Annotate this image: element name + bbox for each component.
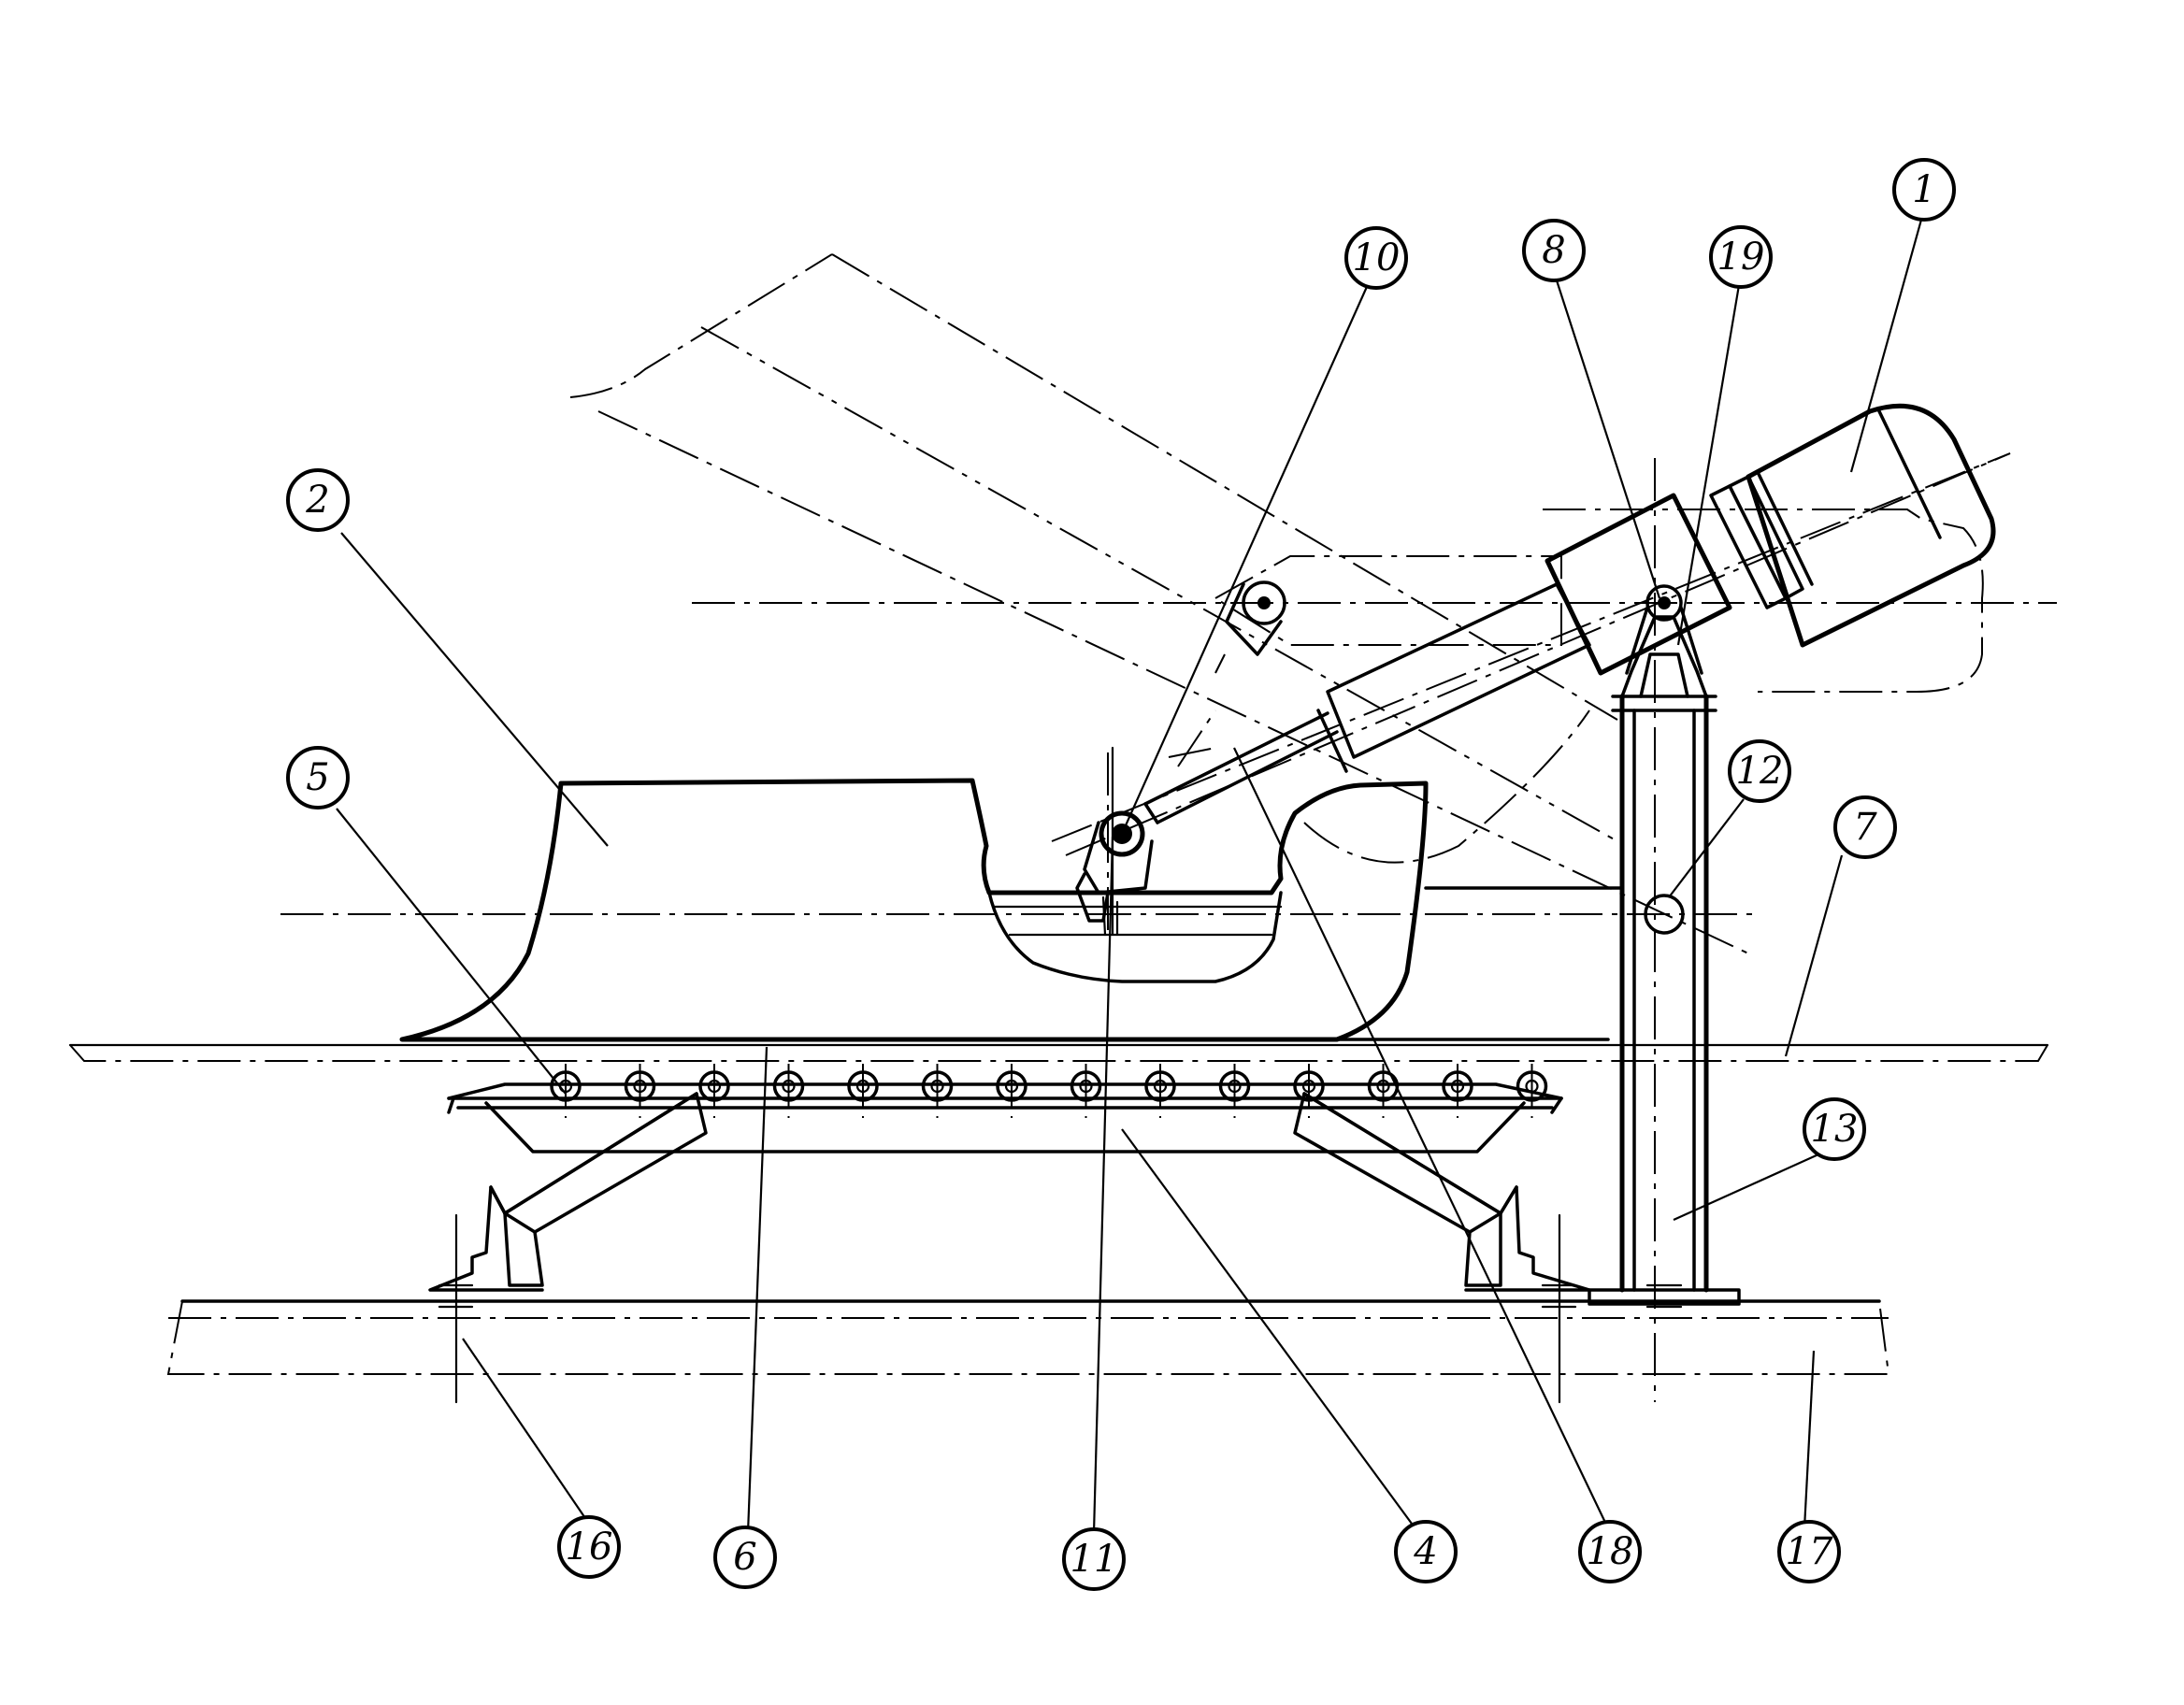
roller	[1146, 1064, 1174, 1118]
roller	[1370, 1064, 1398, 1118]
callout-11: 11	[1064, 1529, 1124, 1589]
callout-6-label: 6	[733, 1536, 756, 1579]
callout-10-label: 10	[1353, 236, 1401, 279]
callout-6: 6	[715, 1527, 775, 1587]
callout-2-label: 2	[305, 479, 329, 522]
roller-carriage	[449, 1064, 1561, 1152]
callout-17-label: 17	[1786, 1530, 1833, 1573]
left-support-leg	[430, 1094, 706, 1402]
callout-8-label: 8	[1542, 229, 1565, 272]
roller	[924, 1064, 952, 1118]
roller	[1444, 1064, 1472, 1118]
right-support-leg	[1295, 1094, 1589, 1402]
callout-19-label: 19	[1717, 236, 1765, 279]
callout-4: 4	[1396, 1522, 1456, 1582]
callout-16-label: 16	[566, 1526, 613, 1569]
callout-13: 13	[1804, 1099, 1864, 1159]
callout-13-label: 13	[1811, 1108, 1859, 1151]
base-rail	[168, 1301, 1889, 1374]
callout-10: 10	[1346, 228, 1406, 288]
roller	[1072, 1064, 1100, 1118]
callout-7: 7	[1835, 797, 1895, 857]
roller	[700, 1064, 728, 1118]
leader-lines	[337, 220, 1921, 1533]
roller	[1221, 1064, 1249, 1118]
roller	[626, 1064, 654, 1118]
roller	[849, 1064, 877, 1118]
callout-7-label: 7	[1853, 806, 1877, 849]
callout-1: 1	[1894, 160, 1954, 220]
roller	[998, 1064, 1026, 1118]
callout-19: 19	[1711, 227, 1771, 287]
deck-plate	[70, 1045, 2048, 1061]
callout-2: 2	[288, 470, 348, 530]
callout-12-label: 12	[1736, 750, 1784, 793]
callout-18-label: 18	[1587, 1530, 1634, 1573]
callout-17: 17	[1779, 1522, 1839, 1582]
callout-11-label: 11	[1070, 1538, 1118, 1581]
callout-16: 16	[559, 1517, 619, 1577]
roller	[775, 1064, 803, 1118]
roller	[552, 1064, 580, 1118]
callout-5-label: 5	[306, 756, 329, 799]
callout-18: 18	[1580, 1522, 1640, 1582]
callout-5: 5	[288, 748, 348, 808]
callout-12: 12	[1730, 741, 1789, 801]
callout-4-label: 4	[1413, 1530, 1437, 1573]
callout-8: 8	[1524, 221, 1584, 280]
column	[1589, 586, 1739, 1307]
callout-1-label: 1	[1912, 168, 1935, 211]
